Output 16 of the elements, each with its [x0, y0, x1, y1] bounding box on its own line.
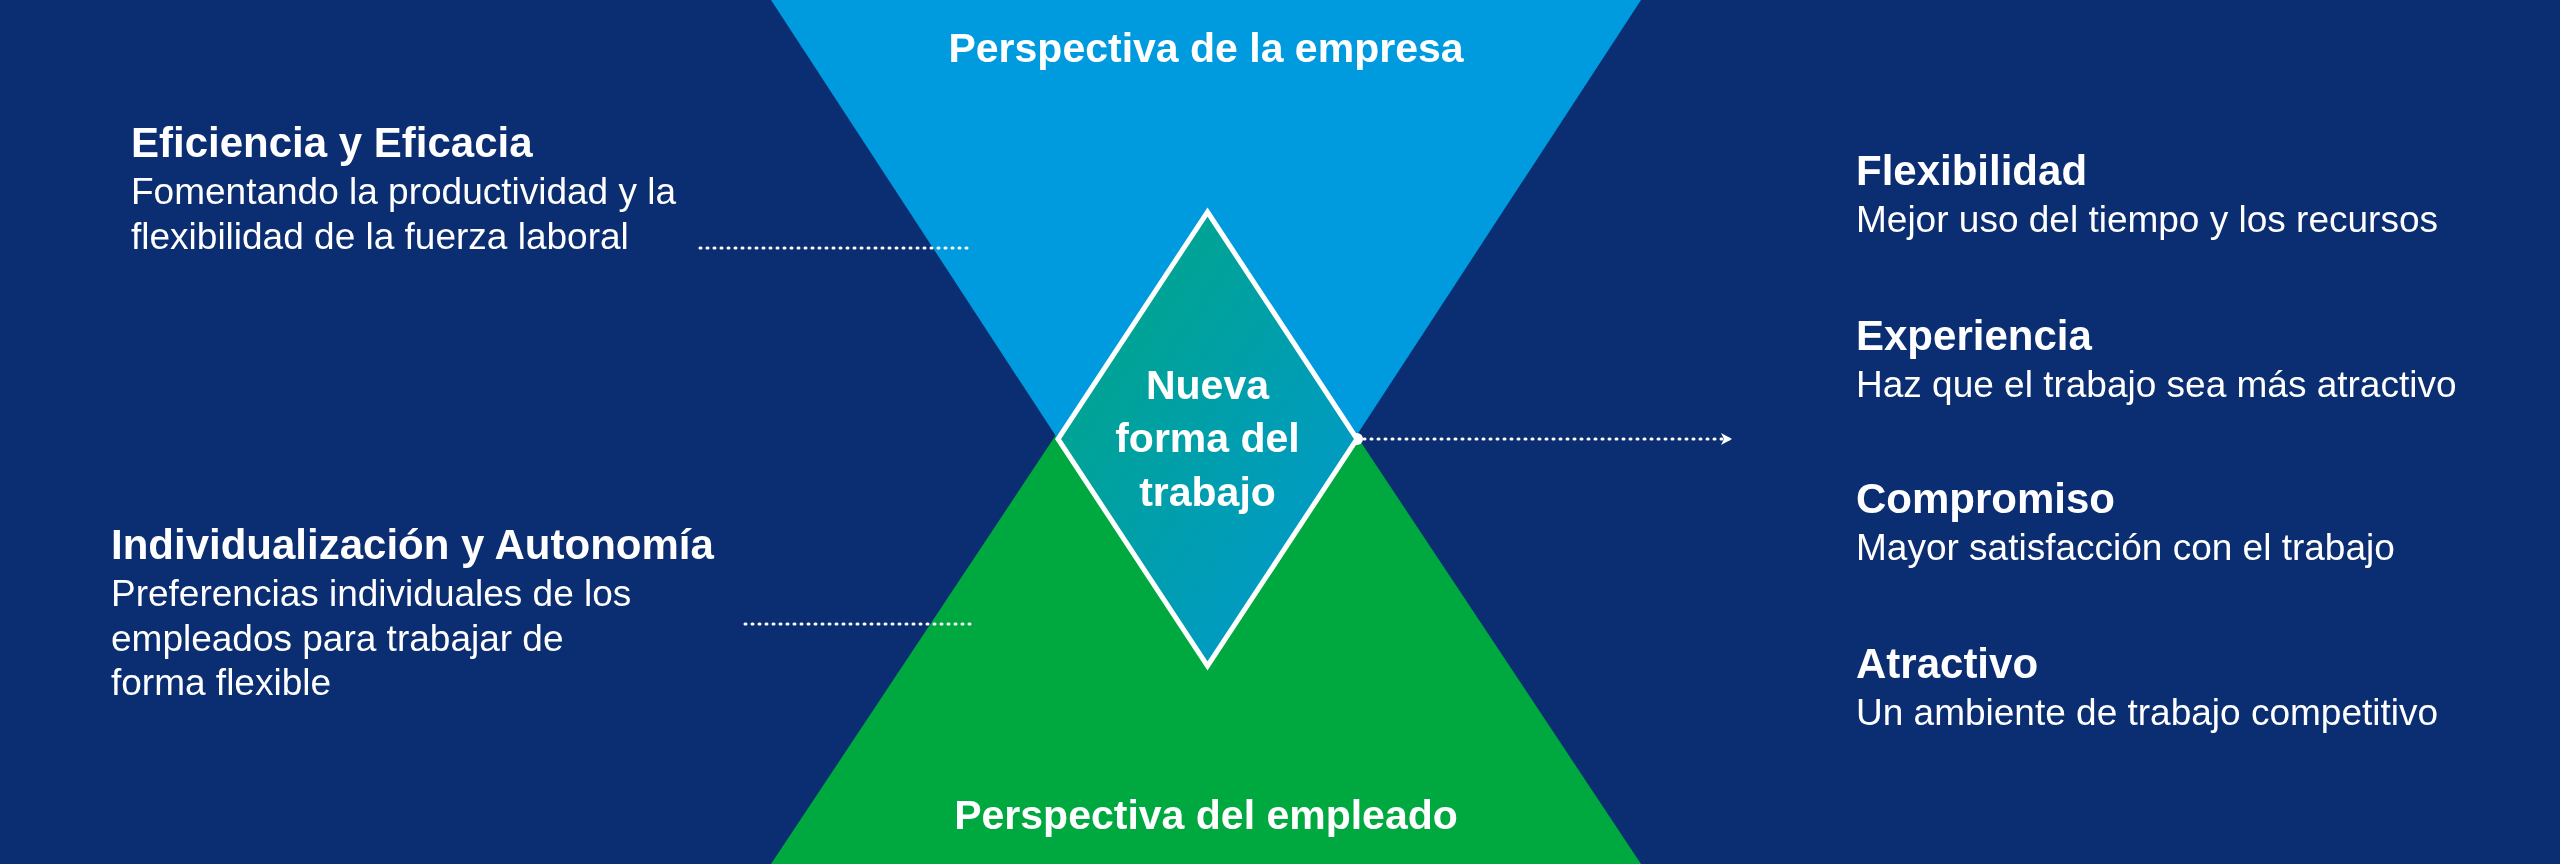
leader-line — [743, 622, 972, 626]
heading-text: Experiencia — [1856, 311, 2092, 361]
description-text: Fomentando la productividad y la flexibilidad de la fuerza laboral — [131, 170, 678, 259]
perspective-title: Perspectiva de la empresa — [948, 24, 1464, 73]
heading-text: Individualización y Autonomía — [111, 520, 714, 570]
description-text: Haz que el trabajo sea más atractivo — [1856, 363, 2457, 408]
heading-text: Eficiencia y Eficacia — [131, 118, 533, 168]
description-text: Mejor uso del tiempo y los recursos — [1856, 198, 2438, 243]
center-title: Nueva forma del trabajo — [1114, 361, 1301, 517]
perspective-title: Perspectiva del empleado — [954, 790, 1458, 840]
heading-text: Flexibilidad — [1856, 146, 2088, 196]
description-text: Preferencias individuales de los empleados para trabajar de forma flexible — [111, 572, 633, 706]
description-text: Un ambiente de trabajo competitivo — [1856, 691, 2439, 736]
heading-text: Atractivo — [1856, 639, 2039, 689]
description-text: Mayor satisfacción con el trabajo — [1856, 526, 2395, 571]
heading-text: Compromiso — [1856, 474, 2115, 524]
